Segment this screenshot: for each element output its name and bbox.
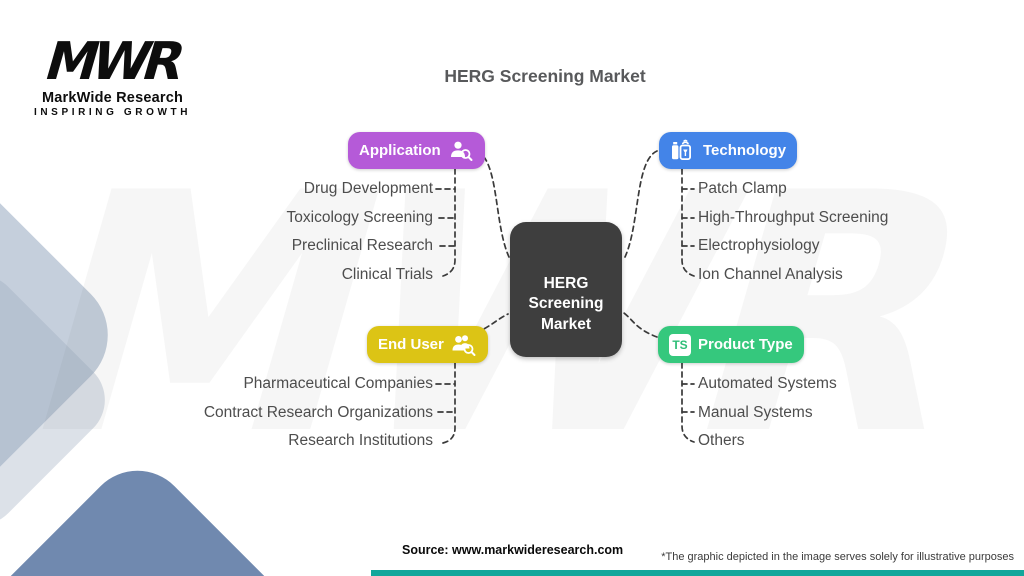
brand-tagline: INSPIRING GROWTH — [33, 107, 192, 118]
application-item-list: Drug Development Toxicology Screening Pr… — [287, 175, 433, 289]
list-item: Toxicology Screening — [286, 208, 433, 226]
branch-badge-application: Application — [348, 132, 485, 169]
list-item: High-Throughput Screening — [698, 208, 889, 226]
product-type-item-list: Automated Systems Manual Systems Others — [698, 370, 837, 456]
brand-logo-monogram: MWR — [38, 32, 187, 92]
branch-badge-label: End User — [378, 336, 444, 353]
list-item: Clinical Trials — [341, 265, 433, 283]
list-item: Others — [698, 432, 745, 450]
center-node-line: Market — [541, 315, 591, 333]
list-item: Preclinical Research — [291, 237, 433, 255]
branch-badge-technology: Technology — [659, 132, 798, 169]
branch-badge-label: Product Type — [698, 336, 793, 353]
branch-badge-product-type: TS Product Type — [658, 326, 804, 363]
source-text: Source: www.markwideresearch.com — [402, 543, 624, 557]
branch-badge-end-user: End User — [367, 326, 488, 363]
center-node-line: HERG — [543, 274, 589, 292]
brand-logo: MWR MarkWide Research INSPIRING GROWTH — [30, 32, 195, 118]
ts-square-icon: TS — [669, 333, 691, 356]
page-title: HERG Screening Market — [444, 66, 646, 86]
center-node: HERG Screening Market — [510, 222, 622, 357]
branch-badge-label: Technology — [703, 142, 787, 159]
brand-name: MarkWide Research — [41, 90, 184, 106]
footer-accent-bar — [371, 570, 1024, 576]
user-search-icon — [448, 139, 474, 163]
list-item: Patch Clamp — [698, 180, 787, 197]
list-item: Manual Systems — [698, 403, 813, 421]
list-item: Automated Systems — [698, 375, 837, 392]
technology-item-list: Patch Clamp High-Throughput Screening El… — [698, 175, 888, 289]
list-item: Ion Channel Analysis — [698, 265, 843, 283]
end-user-item-list: Pharmaceutical Companies Contract Resear… — [204, 370, 433, 456]
branch-badge-label: Application — [359, 142, 441, 159]
users-search-icon — [451, 333, 477, 357]
list-item: Pharmaceutical Companies — [243, 375, 433, 392]
disclaimer-text: *The graphic depicted in the image serve… — [661, 551, 1014, 563]
list-item: Contract Research Organizations — [203, 403, 433, 421]
lab-devices-icon — [670, 139, 696, 163]
list-item: Electrophysiology — [698, 237, 820, 255]
center-node-line: Screening — [528, 295, 604, 313]
list-item: Drug Development — [303, 180, 433, 197]
list-item: Research Institutions — [288, 432, 433, 450]
